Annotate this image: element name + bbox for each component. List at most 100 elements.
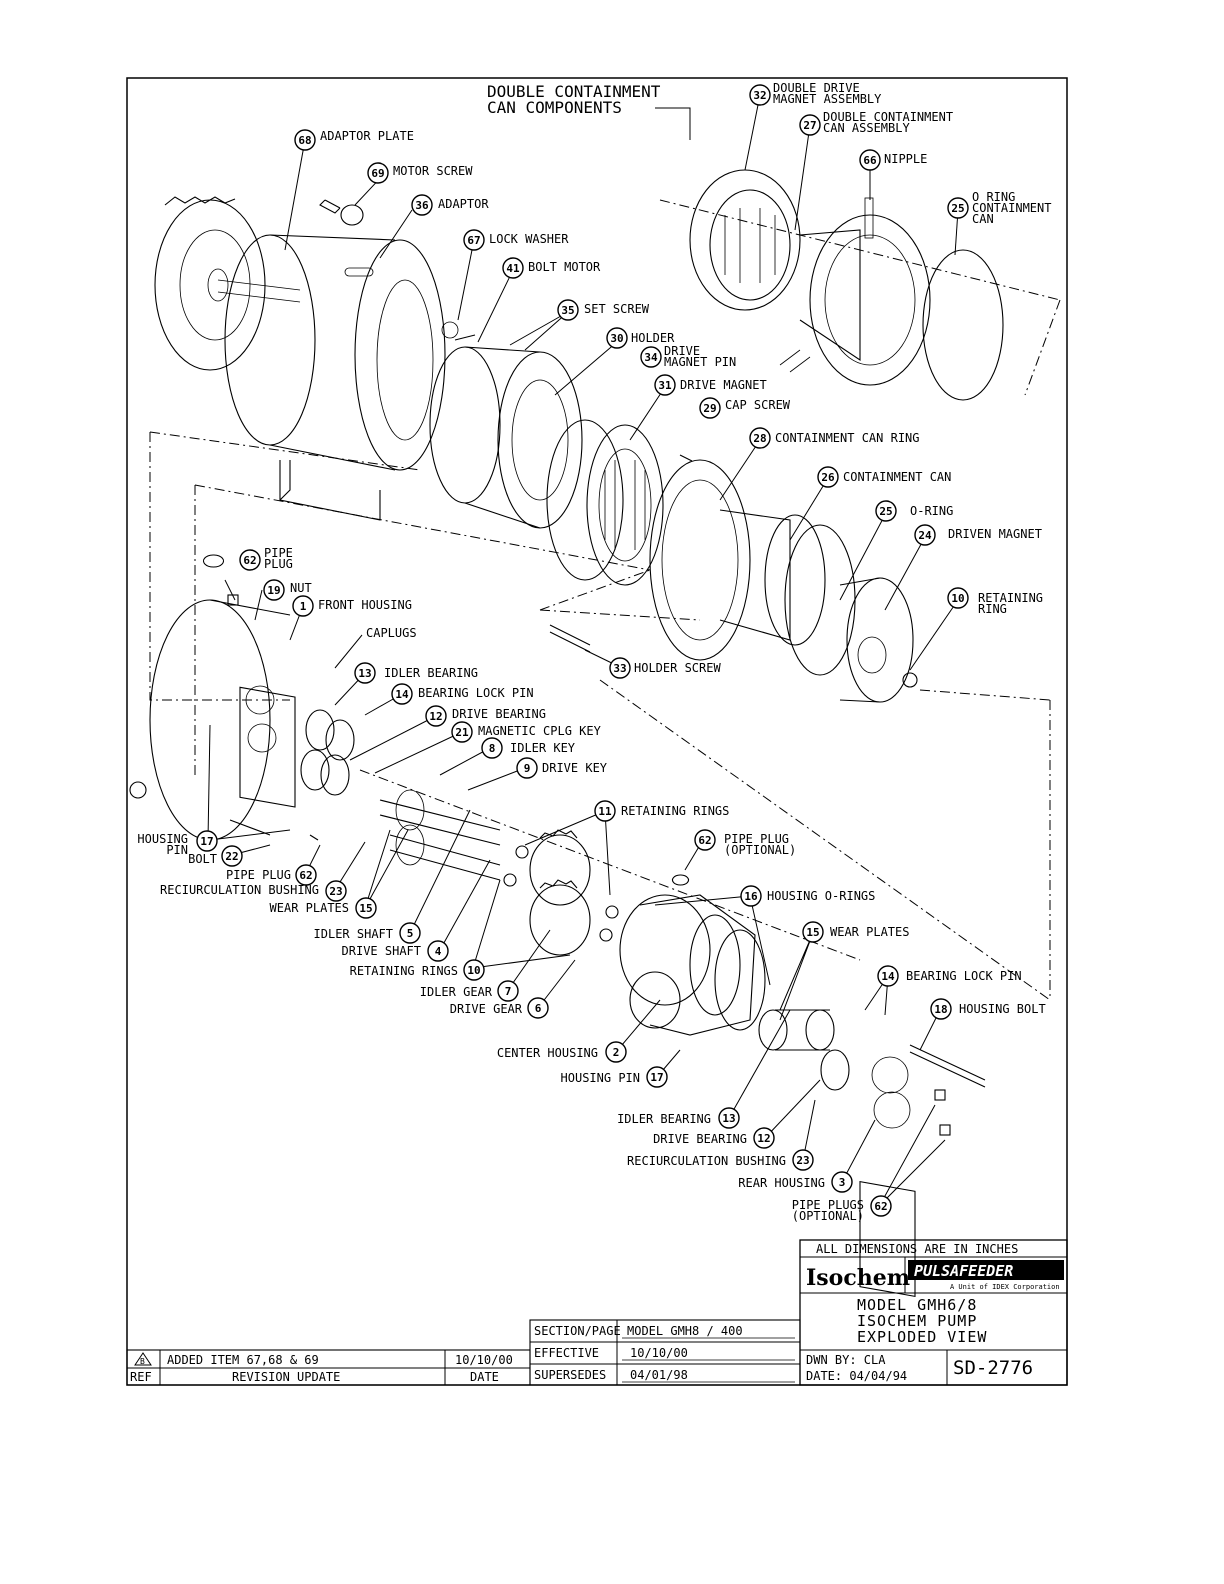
callout-item-22: 22 BOLT	[188, 845, 243, 867]
callout-label: CAN	[972, 212, 994, 226]
callout-number: 27	[803, 119, 816, 132]
callout-label: DRIVEN MAGNET	[948, 527, 1042, 541]
callout-item-x: CAPLUGS	[366, 626, 417, 640]
callout-label: CONTAINMENT CAN	[843, 470, 951, 484]
revision-triangle	[134, 1352, 152, 1366]
callout-number: 8	[489, 742, 496, 755]
callout-number: 22	[225, 850, 238, 863]
callout-circle	[295, 864, 317, 886]
callout-circle	[870, 1195, 892, 1217]
callout-circle	[740, 885, 762, 907]
callout-number: 13	[358, 667, 371, 680]
callout-label: PIN	[166, 843, 188, 857]
callout-circle	[481, 737, 503, 759]
effective-value: 10/10/00	[630, 1346, 688, 1360]
callout-label: BOLT MOTOR	[528, 260, 601, 274]
callout-number: 25	[951, 202, 964, 215]
callout-number: 26	[821, 471, 835, 484]
revision-header: REVISION UPDATE	[232, 1370, 340, 1384]
callout-label: ADAPTOR	[438, 197, 489, 211]
callout-circle	[557, 299, 579, 321]
revision-text: ADDED ITEM 67,68 & 69	[167, 1353, 319, 1367]
callout-circle	[516, 757, 538, 779]
callout-label: (OPTIONAL)	[724, 843, 796, 857]
callout-label: HOLDER SCREW	[634, 661, 721, 675]
callout-label: REAR HOUSING	[738, 1176, 825, 1190]
callout-label: DRIVE KEY	[542, 761, 608, 775]
callout-number: 69	[371, 167, 384, 180]
callout-label: DRIVE BEARING	[452, 707, 546, 721]
callout-circle	[606, 327, 628, 349]
callout-label: CENTER HOUSING	[497, 1046, 598, 1060]
callout-circle	[799, 114, 821, 136]
callout-label: CONTAINMENT	[972, 201, 1051, 215]
callout-number: 62	[698, 834, 711, 847]
callout-label: MAGNETIC CPLG KEY	[478, 724, 602, 738]
callout-label: HOUSING O-RINGS	[767, 889, 875, 903]
callout-number: 4	[435, 945, 442, 958]
callout-label: DOUBLE CONTAINMENT	[823, 110, 953, 124]
callout-number: 10	[951, 592, 964, 605]
callout-circle	[817, 466, 839, 488]
callout-number: 35	[561, 304, 574, 317]
callout-circle	[354, 662, 376, 684]
callout-circle	[399, 922, 421, 944]
callout-circle	[699, 397, 721, 419]
callout-number: 10	[467, 964, 480, 977]
section-page-value: MODEL GMH8 / 400	[627, 1324, 743, 1338]
callout-number: 15	[359, 902, 372, 915]
callout-item-26: 26 CONTAINMENT CAN	[817, 466, 951, 488]
callout-label: PIPE PLUGS	[792, 1198, 864, 1212]
callout-number: 14	[395, 688, 409, 701]
revision-date: 10/10/00	[455, 1353, 513, 1367]
callout-circle	[367, 162, 389, 184]
date-header: DATE	[470, 1370, 499, 1384]
callout-circle	[594, 800, 616, 822]
callout-circle	[646, 1066, 668, 1088]
callout-label: RETAINING RINGS	[621, 804, 729, 818]
pulsafeeder-logo: PULSAFEEDER	[914, 1262, 1013, 1280]
pulsafeeder-subtitle: A Unit of IDEX Corporation	[950, 1283, 1060, 1291]
callout-label: FRONT HOUSING	[318, 598, 412, 612]
callout-circle	[294, 129, 316, 151]
callout-label: CAP SCREW	[725, 398, 791, 412]
callout-label: DOUBLE DRIVE	[773, 81, 860, 95]
callout-label: RECIURCULATION BUSHING	[160, 883, 319, 897]
callout-number: 16	[744, 890, 758, 903]
callout-circle	[196, 830, 218, 852]
callout-label: DRIVE GEAR	[450, 1002, 523, 1016]
callout-circle	[947, 197, 969, 219]
callout-number: 62	[874, 1200, 887, 1213]
isochem-logo: Isochem	[806, 1265, 910, 1291]
callout-label: BOLT	[188, 852, 217, 866]
callout-label: WEAR PLATES	[830, 925, 909, 939]
callout-circle	[930, 998, 952, 1020]
double-containment-heading: DOUBLE CONTAINMENT CAN COMPONENTS	[487, 82, 661, 117]
section-page-label: SECTION/PAGE	[534, 1324, 621, 1338]
callout-number: 9	[524, 762, 531, 775]
revision-mark: B	[140, 1357, 145, 1366]
callout-circle	[292, 595, 314, 617]
title-line-1: MODEL GMH6/8	[857, 1296, 977, 1314]
ref-label: REF	[130, 1370, 152, 1384]
